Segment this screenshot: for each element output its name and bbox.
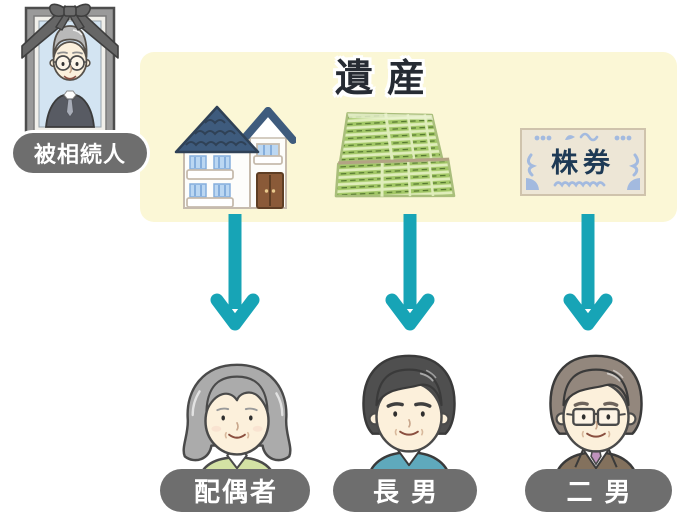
second-son-portrait — [549, 354, 643, 479]
deceased-badge: 被相続人 — [13, 133, 147, 173]
stock-certificate-text: 株券 — [551, 147, 615, 178]
spouse-portrait — [182, 363, 292, 482]
estate-title: 遺産 — [334, 58, 439, 100]
heir-badge-spouse-label: 配偶者 — [193, 477, 278, 507]
heir-badge-eldest-son-label: 長男 — [372, 477, 449, 507]
deceased-badge-label: 被相続人 — [33, 142, 126, 167]
bankbook-icon — [334, 112, 456, 198]
arrow-down-icon — [563, 214, 613, 331]
heir-badge-second-son: 二男 — [525, 469, 672, 512]
heir-badge-spouse: 配偶者 — [160, 469, 310, 512]
house-icon — [174, 105, 296, 209]
arrow-down-icon — [210, 214, 260, 331]
eldest-son-portrait — [362, 354, 456, 479]
stock-certificate-icon: 株券 — [520, 128, 646, 196]
heir-badge-second-son-label: 二男 — [566, 477, 643, 507]
funeral-portrait — [21, 3, 119, 142]
arrow-down-icon — [385, 214, 435, 331]
heir-badge-eldest-son: 長男 — [333, 469, 477, 512]
